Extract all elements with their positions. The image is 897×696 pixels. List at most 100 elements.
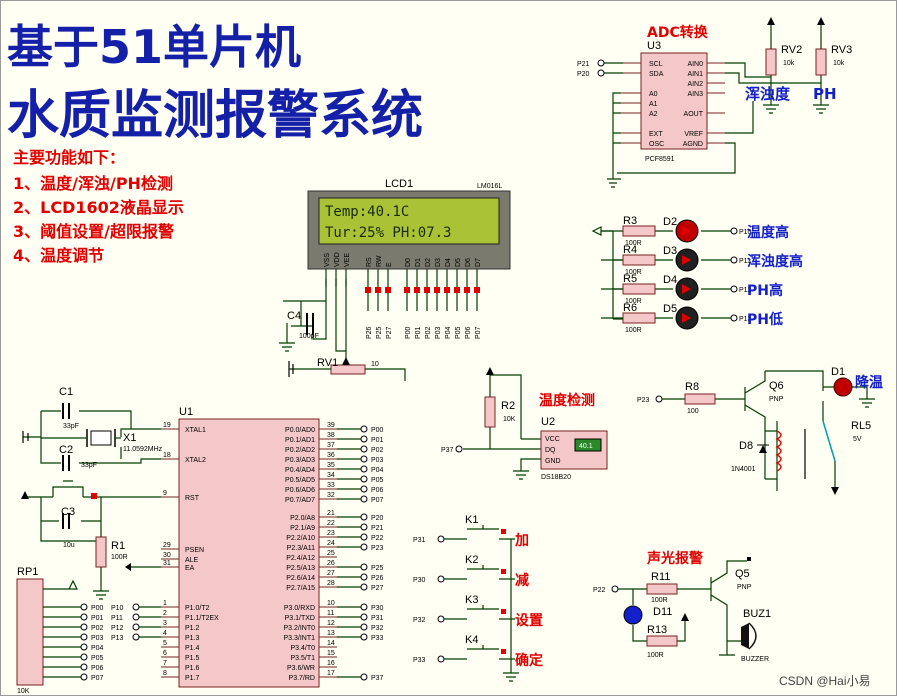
led-net: P12 bbox=[739, 287, 752, 294]
key-ref: K3 bbox=[465, 594, 478, 606]
alarm-heading: 声光报警 bbox=[646, 550, 703, 567]
led-resistor-value: 100R bbox=[625, 240, 642, 247]
key-function-label: 确定 bbox=[515, 652, 543, 669]
r8-ref: R8 bbox=[685, 381, 699, 393]
c4-value: 100pF bbox=[299, 333, 319, 340]
mcu-pin-number: 19 bbox=[163, 422, 171, 429]
adc-pin-vref: VREF bbox=[684, 131, 703, 138]
mcu-pin-label: P0.4/AD4 bbox=[285, 467, 315, 474]
mcu-pin-number: 22 bbox=[327, 520, 335, 527]
adc-pin-ain0: AIN0 bbox=[687, 61, 703, 68]
lcd-net-label: P01 bbox=[415, 326, 422, 339]
mcu-pin-number: 4 bbox=[163, 630, 167, 637]
mcu-net-label: P33 bbox=[371, 635, 384, 642]
mcu-pin-label: P0.5/AD5 bbox=[285, 477, 315, 484]
mcu-pin-number: 11 bbox=[327, 610, 334, 617]
led-net: P13 bbox=[739, 316, 752, 323]
led-ref: D4 bbox=[663, 274, 677, 286]
q5-type: PNP bbox=[737, 584, 752, 591]
lcd-pin-label: D1 bbox=[415, 258, 422, 267]
key-net-label: P33 bbox=[413, 657, 426, 664]
mcu-net-label: P37 bbox=[371, 675, 384, 682]
lcd-net-label: P05 bbox=[455, 326, 462, 339]
adc-pin-aout: AOUT bbox=[684, 111, 704, 118]
lcd-pin-label: D5 bbox=[455, 258, 462, 267]
rv2-ref: RV2 bbox=[781, 44, 802, 56]
adc-net-sda: P20 bbox=[577, 71, 590, 78]
adc-pin-a0: A0 bbox=[649, 91, 658, 98]
mcu-net-label: P23 bbox=[371, 545, 384, 552]
led-ref: D5 bbox=[663, 303, 677, 315]
lcd1602-component: LCD1 LM016L Temp:40.1C Tur:25% PH:07.3 V… bbox=[307, 178, 511, 339]
ds18b20-pin-gnd: GND bbox=[545, 458, 561, 465]
led-resistor-value: 100R bbox=[625, 298, 642, 305]
mcu-pin-number: 38 bbox=[327, 432, 335, 439]
cooling-label: 降温 bbox=[855, 374, 883, 391]
mcu-net-label: P20 bbox=[371, 515, 384, 522]
mcu-net-label: P00 bbox=[371, 427, 384, 434]
rv2-value: 10k bbox=[783, 60, 795, 67]
relay-cooling-circuit: P23 R8 100 Q6 PNP D8 1N4001 D1 降温 RL5 5V bbox=[637, 366, 883, 495]
r13-ref: R13 bbox=[647, 624, 667, 636]
mcu-pin-label: P0.1/AD1 bbox=[285, 437, 315, 444]
lcd-line-2: Tur:25% PH:07.3 bbox=[325, 225, 451, 241]
rl5-ref: RL5 bbox=[851, 420, 871, 432]
lcd-net-label: P03 bbox=[435, 326, 442, 339]
q6-type: PNP bbox=[769, 396, 784, 403]
lcd-net-label: P06 bbox=[465, 326, 472, 339]
watermark: CSDN @Hai小易 bbox=[779, 674, 871, 688]
sound-light-alarm-circuit: 声光报警 P22 R11 100R R13 100R D11 Q5 PNP BU… bbox=[593, 550, 771, 663]
mcu-net-label: P02 bbox=[371, 447, 384, 454]
lcd-pin-label: RS bbox=[366, 257, 373, 267]
reset-circuit: C3 10u R1 100R bbox=[21, 480, 161, 600]
ds18b20-pin-dq: DQ bbox=[545, 447, 556, 454]
adc-pin-sda: SDA bbox=[649, 71, 664, 78]
mcu-pin-number: 25 bbox=[327, 550, 335, 557]
buzzer-type: BUZZER bbox=[741, 656, 769, 663]
key-net-label: P31 bbox=[413, 537, 426, 544]
rp1-net-label: P01 bbox=[91, 615, 104, 622]
mcu-net-label: P31 bbox=[371, 615, 384, 622]
lcd-net-label: P04 bbox=[445, 326, 452, 339]
mcu-net-label: P03 bbox=[371, 457, 384, 464]
mcu-pin-number: 33 bbox=[327, 482, 335, 489]
adc-ref: U3 bbox=[647, 40, 661, 52]
mcu-pin-label: P0.7/AD7 bbox=[285, 497, 315, 504]
mcu-p1-net-label: P13 bbox=[111, 635, 124, 642]
lcd-line-1: Temp:40.1C bbox=[325, 204, 409, 220]
title-line-2: 水质监测报警系统 bbox=[7, 86, 423, 146]
mcu-net-label: P25 bbox=[371, 565, 384, 572]
temp-net: P37 bbox=[441, 447, 454, 454]
mcu-pin-number: 36 bbox=[327, 452, 335, 459]
ph-label: PH bbox=[813, 85, 837, 103]
mcu-pin-label: P2.0/A8 bbox=[290, 515, 315, 522]
adc-pin-ain3: AIN3 bbox=[687, 91, 703, 98]
mcu-pin-number: 37 bbox=[327, 442, 335, 449]
mcu-pin-number: 6 bbox=[163, 650, 167, 657]
adc-pins: SCLSDAA0A1A2EXTOSCAIN0AIN1AIN2AIN3AOUTVR… bbox=[621, 61, 725, 148]
mcu-pins: XTAL119XTAL218RST9PSEN29ALE30EA31P1.0/T2… bbox=[111, 422, 384, 682]
rp1-net-label: P05 bbox=[91, 655, 104, 662]
r2-ref: R2 bbox=[501, 400, 515, 412]
mcu-pin-number: 17 bbox=[327, 670, 335, 677]
led-resistor-ref: R4 bbox=[623, 244, 637, 256]
d8-type: 1N4001 bbox=[731, 466, 756, 473]
mcu-pin-label: P1.3 bbox=[185, 635, 200, 642]
lcd-pin-label: D0 bbox=[405, 258, 412, 267]
mcu-pin-number: 9 bbox=[163, 490, 167, 497]
c1-value: 33pF bbox=[63, 423, 79, 430]
rv1-value: 10 bbox=[371, 361, 379, 368]
mcu-pin-number: 28 bbox=[327, 580, 335, 587]
mcu-net-label: P07 bbox=[371, 497, 384, 504]
r13-value: 100R bbox=[647, 652, 664, 659]
q6-ref: Q6 bbox=[769, 380, 784, 392]
rl5-value: 5V bbox=[853, 436, 862, 443]
mcu-pin-label: P1.1/T2EX bbox=[185, 615, 219, 622]
rp1-net-label: P03 bbox=[91, 635, 104, 642]
c3-value: 10u bbox=[63, 542, 75, 549]
mcu-p1-net-label: P10 bbox=[111, 605, 124, 612]
lcd-contrast-circuit: C4 100pF RV1 10 bbox=[279, 279, 406, 381]
led-resistor-ref: R6 bbox=[623, 302, 637, 314]
